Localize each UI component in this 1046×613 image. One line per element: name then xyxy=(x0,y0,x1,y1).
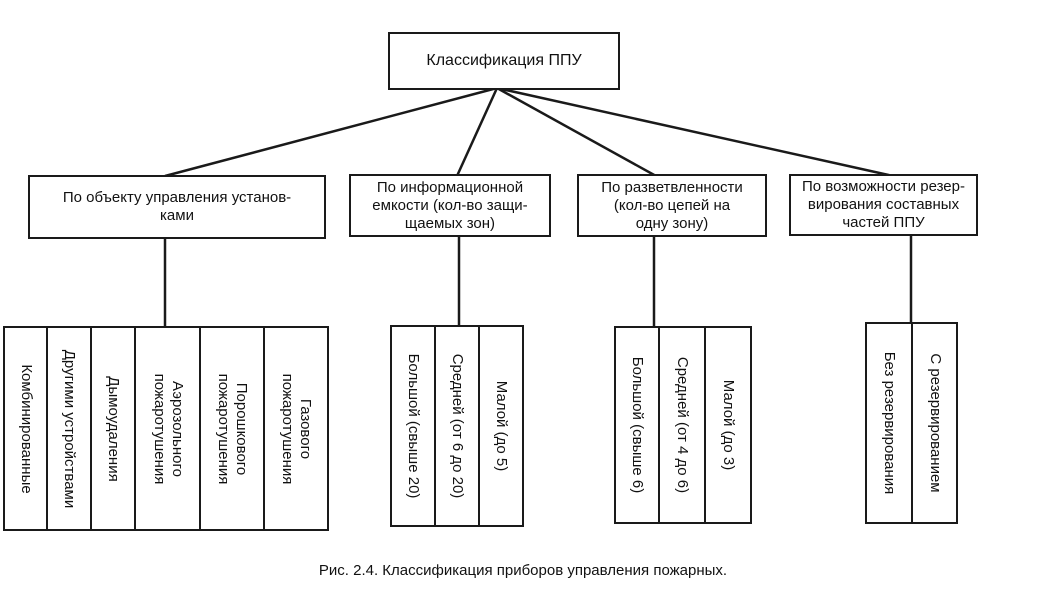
figure-caption: Рис. 2.4. Классификация приборов управле… xyxy=(318,562,728,579)
category-branching: По разветвленности (кол-во цепей на одну… xyxy=(577,174,767,237)
item-label: Газового пожаротушения xyxy=(279,373,314,484)
category-label: По информационной емкости (кол-во защи- … xyxy=(372,178,528,232)
category-object-control: По объекту управления установ- ками xyxy=(28,175,326,239)
item-label: С резервированием xyxy=(926,353,944,493)
category-info-capacity: По информационной емкости (кол-во защи- … xyxy=(349,174,551,237)
connector-root-cat2 xyxy=(455,87,499,177)
category-label: По возможности резер- вирования составны… xyxy=(802,178,965,231)
item-label: Большой (свыше 6) xyxy=(629,356,646,494)
item-label: Малой (до 5) xyxy=(493,380,510,472)
item-small-3: Малой (до 3) xyxy=(704,326,752,524)
item-label: Средней (от 4 до 6) xyxy=(674,356,691,494)
item-large-20: Большой (свыше 20) xyxy=(390,325,436,527)
item-powder: Порошкового пожаротушения xyxy=(199,326,265,531)
connector-root-cat1 xyxy=(164,86,498,178)
item-smoke-removal: Дымоудаления xyxy=(90,326,136,531)
root-node: Классификация ППУ xyxy=(388,32,620,90)
item-no-redundancy: Без резервирования xyxy=(865,322,913,524)
item-aerosol: Аэрозольного пожаротушения xyxy=(134,326,201,531)
item-with-redundancy: С резервированием xyxy=(911,322,958,524)
item-label: Комбинированные xyxy=(17,363,35,494)
item-label: Другими устройствами xyxy=(61,349,78,508)
item-combined: Комбинированные xyxy=(3,326,48,531)
category-label: По разветвленности (кол-во цепей на одну… xyxy=(601,178,743,232)
item-label: Средней (от 6 до 20) xyxy=(449,353,466,499)
connector-root-cat3 xyxy=(496,86,657,178)
item-large-6: Большой (свыше 6) xyxy=(614,326,660,524)
item-label: Малой (до 3) xyxy=(720,379,737,471)
item-label: Большой (свыше 20) xyxy=(405,353,422,499)
category-label: По объекту управления установ- ками xyxy=(62,189,292,224)
category-redundancy: По возможности резер- вирования составны… xyxy=(789,174,978,236)
item-gas: Газового пожаротушения xyxy=(263,326,329,531)
item-label: Порошкового пожаротушения xyxy=(215,373,250,484)
item-medium-6-20: Средней (от 6 до 20) xyxy=(434,325,480,527)
root-label: Классификация ППУ xyxy=(426,52,582,69)
item-medium-4-6: Средней (от 4 до 6) xyxy=(658,326,706,524)
item-small-5: Малой (до 5) xyxy=(478,325,524,527)
item-other-devices: Другими устройствами xyxy=(46,326,92,531)
item-label: Без резервирования xyxy=(881,351,898,495)
connector-root-cat4 xyxy=(496,86,894,178)
item-label: Аэрозольного пожаротушения xyxy=(150,373,186,484)
item-label: Дымоудаления xyxy=(105,375,122,482)
